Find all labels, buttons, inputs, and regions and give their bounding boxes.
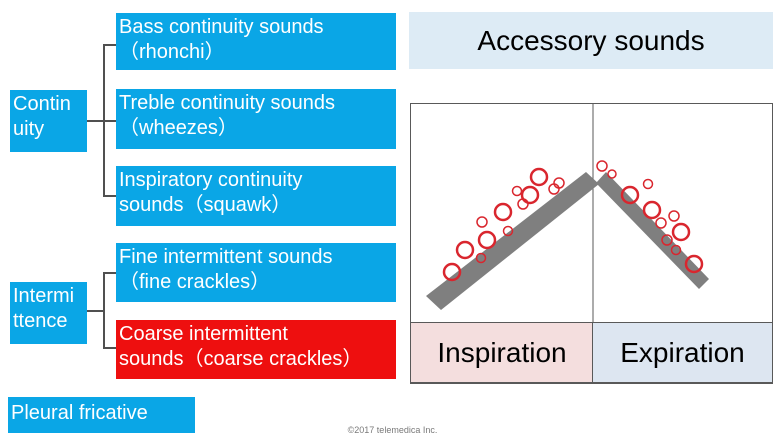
diagram-title: Accessory sounds bbox=[409, 12, 773, 69]
crackle bbox=[642, 178, 654, 190]
crackle bbox=[655, 217, 667, 229]
crackle bbox=[670, 244, 682, 256]
sound-coarse-crackles: Coarse intermittent sounds（coarse crackl… bbox=[116, 320, 396, 379]
sound-wheezes: Treble continuity sounds （wheezes） bbox=[116, 89, 396, 149]
intermittence-bracket-bottom bbox=[103, 347, 117, 349]
crackle bbox=[442, 262, 462, 282]
inspiration-crackles bbox=[442, 167, 565, 282]
crackle bbox=[475, 252, 487, 264]
crackle bbox=[671, 222, 691, 242]
continuity-bracket-mid bbox=[103, 120, 117, 122]
crackle bbox=[502, 225, 514, 237]
sound-squawk: Inspiratory continuity sounds（squawk） bbox=[116, 166, 396, 226]
crackle bbox=[476, 216, 488, 228]
pleural-fricative: Pleural fricative bbox=[8, 397, 195, 433]
breath-diagram-svg bbox=[426, 104, 709, 323]
crackle bbox=[661, 234, 673, 246]
intermittence-bracket-top bbox=[103, 272, 117, 274]
crackle bbox=[596, 160, 608, 172]
crackle bbox=[684, 254, 704, 274]
crackle bbox=[642, 200, 662, 220]
expiration-label: Expiration bbox=[592, 322, 773, 383]
intermittence-bracket-spine bbox=[103, 272, 105, 349]
copyright: ©2017 telemedica Inc. bbox=[347, 425, 438, 435]
continuity-bracket-top bbox=[103, 44, 117, 46]
expiration-crackles bbox=[596, 160, 704, 274]
crackle bbox=[529, 167, 549, 187]
crackle bbox=[668, 210, 680, 222]
continuity-connector bbox=[87, 120, 104, 122]
crackle bbox=[553, 177, 565, 189]
crackle bbox=[607, 169, 617, 179]
crackle bbox=[455, 240, 475, 260]
crackle bbox=[511, 185, 523, 197]
crackle bbox=[477, 230, 497, 250]
continuity-bracket-bottom bbox=[103, 195, 117, 197]
crackle bbox=[520, 185, 540, 205]
inspiration-bar bbox=[426, 172, 599, 310]
crackle bbox=[620, 185, 640, 205]
inspiration-label: Inspiration bbox=[410, 322, 593, 383]
sound-fine-crackles: Fine intermittent sounds （fine crackles） bbox=[116, 243, 396, 302]
breath-diagram bbox=[410, 103, 773, 384]
crackle bbox=[493, 202, 513, 222]
category-intermittence: Intermi ttence bbox=[10, 282, 87, 344]
sound-rhonchi: Bass continuity sounds （rhonchi） bbox=[116, 13, 396, 70]
category-continuity: Contin uity bbox=[10, 90, 87, 152]
intermittence-connector bbox=[87, 310, 104, 312]
